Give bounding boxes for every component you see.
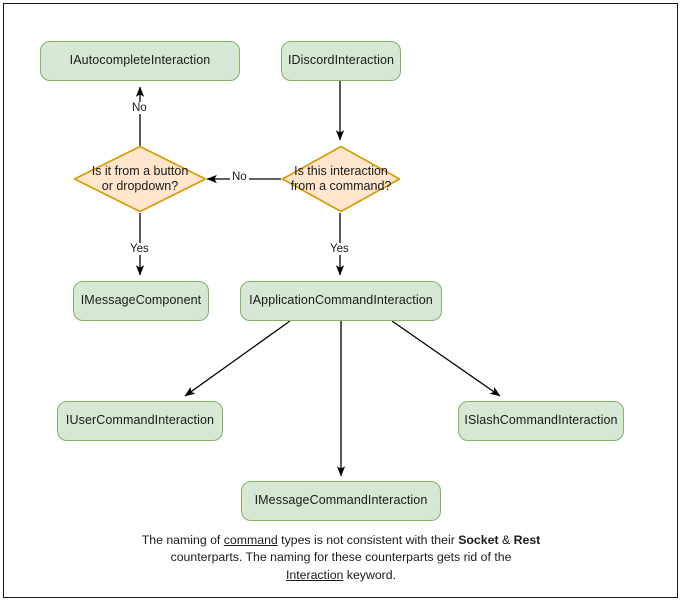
caption-underline-command: command <box>223 533 278 547</box>
node-decision-button-or-dropdown[interactable]: Is it from a button or dropdown? <box>73 145 207 213</box>
caption-line3-b: keyword. <box>343 567 397 582</box>
node-message-command-interaction[interactable]: IMessageCommandInteraction <box>241 481 441 521</box>
caption-line1-b: types is not consistent with their <box>277 533 455 547</box>
node-decision-from-command[interactable]: Is this interaction from a command? <box>281 145 401 213</box>
caption-note: The naming of command types is not consi… <box>141 532 541 584</box>
edge-application-command-to-user-command <box>184 320 291 397</box>
node-autocomplete-interaction[interactable]: IAutocompleteInteraction <box>40 41 240 81</box>
edge-label-yes-right: Yes <box>328 243 351 255</box>
caption-line2-rest: counterparts. The naming for these <box>170 550 362 565</box>
diamond-shape-button <box>73 145 207 213</box>
node-discord-interaction[interactable]: IDiscordInteraction <box>281 41 401 81</box>
caption-underline-interaction: Interaction <box>285 567 344 582</box>
caption-line1-a: The naming of <box>141 533 224 547</box>
node-message-component[interactable]: IMessageComponent <box>73 281 209 321</box>
edge-application-command-to-slash-command <box>391 320 501 397</box>
caption-bold-socket: Socket <box>458 533 499 547</box>
diamond-shape-command <box>281 145 401 213</box>
node-user-command-interaction[interactable]: IUserCommandInteraction <box>57 401 223 441</box>
caption-line3-a: counterparts gets rid of the <box>365 550 512 565</box>
node-application-command-interaction[interactable]: IApplicationCommandInteraction <box>240 281 442 321</box>
decision-button-label: Is it from a button or dropdown? <box>91 163 189 193</box>
edge-label-no-left: No <box>230 171 249 183</box>
edge-label-yes-left: Yes <box>128 243 151 255</box>
caption-ampersand: & <box>498 533 514 547</box>
decision-command-label: Is this interaction from a command? <box>290 163 392 193</box>
node-slash-command-interaction[interactable]: ISlashCommandInteraction <box>458 401 624 441</box>
caption-bold-rest: Rest <box>513 533 541 547</box>
edge-label-no-up: No <box>130 102 149 114</box>
